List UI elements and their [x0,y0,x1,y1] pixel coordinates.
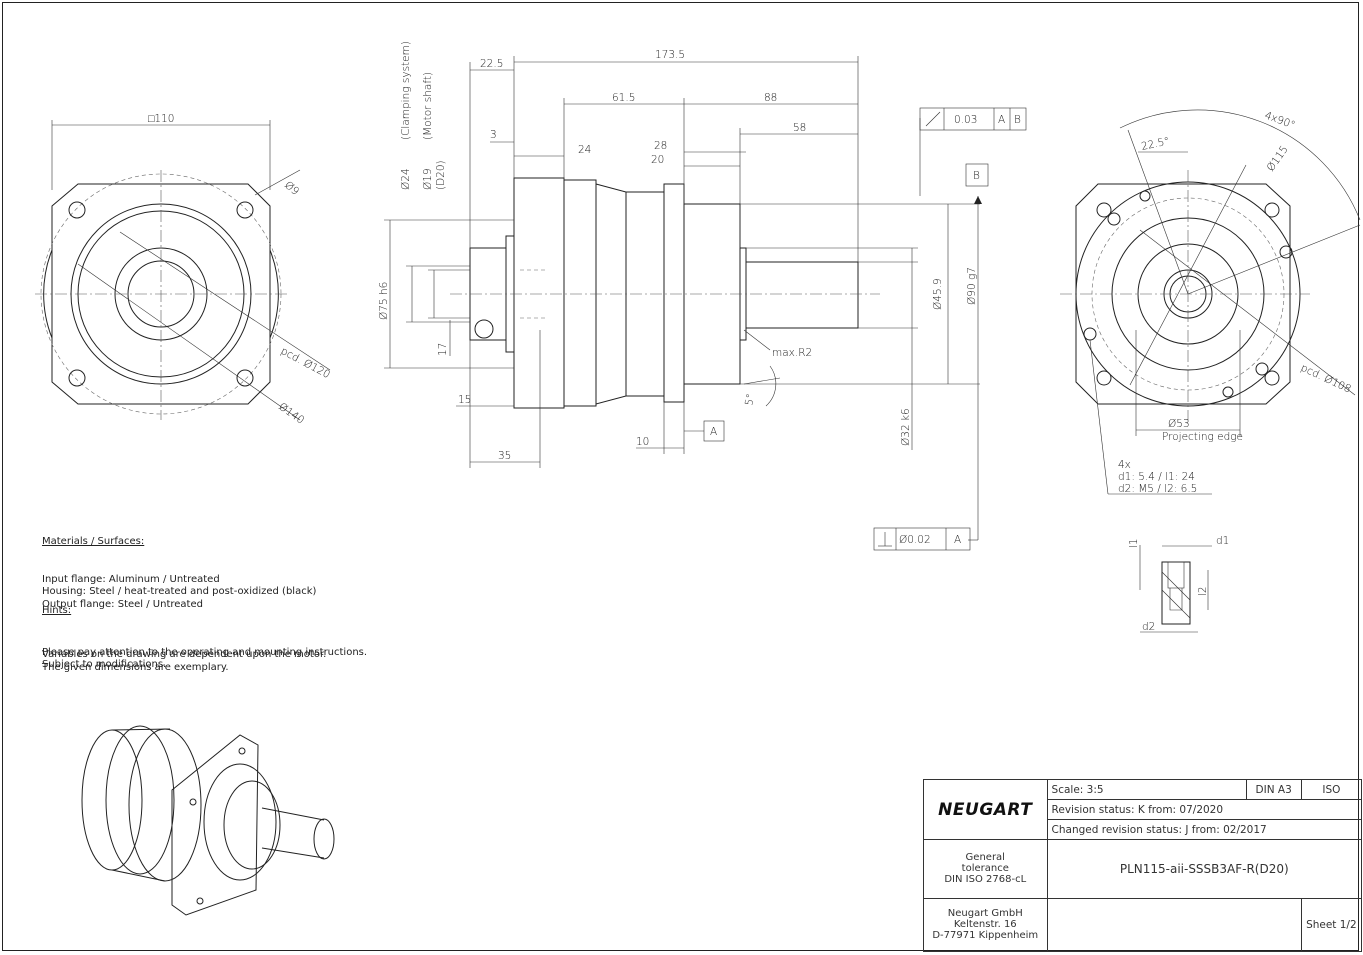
datum-a: A [710,426,717,438]
dim-dia-24: Ø24 [400,168,412,190]
dim-dia-75: Ø75 h6 [378,282,390,320]
dim-10: 10 [636,436,649,448]
dim-61-5: 61.5 [612,92,635,104]
isometric-view [81,725,335,916]
thread-detail: l1 d1 l2 d2 [1128,535,1229,633]
part-number-cell: PLN115-aii-SSSB3AF-R(D20) [1046,839,1363,899]
materials-section: Materials / Surfaces: Input flange: Alum… [42,511,316,624]
dim-radius: max.R2 [772,347,812,359]
dim-motor-label: (Motor shaft) [422,72,434,140]
hole-dim: Ø9 [282,179,301,198]
dim-pcd-108: pcd. Ø108 [1299,362,1353,396]
sheet-cell: Sheet 1/2 [1300,897,1363,953]
title-block: NEUGART Scale: 3:5 DIN A3 ISO Revision s… [923,778,1363,953]
blank-cell [1046,897,1302,953]
tol-bottom-a: A [954,534,961,546]
thread-l2: l2 [1197,586,1209,596]
holes-d2: d2: M5 / l2: 6.5 [1118,483,1197,495]
dim-dia-53: Ø53 [1168,418,1190,430]
scale-cell: Scale: 3:5 [1046,778,1247,801]
holes-d1: d1: 5.4 / l1: 24 [1118,471,1195,483]
outer-dim: Ø140 [276,401,306,427]
dim-20: 20 [651,154,664,166]
materials-lines: Input flange: Aluminum / Untreated Housi… [42,573,317,610]
dim-22-5: 22.5 [480,58,503,70]
dim-d20-label: (D20) [435,160,447,190]
dim-dia-115: Ø115 [1265,144,1291,174]
dim-dia-19: Ø19 [422,168,434,190]
tol-top-value: 0.03 [954,114,977,126]
angle-4x90: 4x90° [1263,110,1297,132]
angle-22-5: 22.5° [1140,135,1171,153]
datum-b: B [973,170,980,182]
dim-3: 3 [490,129,497,141]
holes-count: 4x [1118,459,1131,471]
front-view-output: 22.5° 4x90° Ø115 pcd. Ø108 Ø53 Projectin… [1060,110,1361,495]
dim-88: 88 [764,92,777,104]
dim-24: 24 [578,144,591,156]
iso-cell: ISO [1300,778,1363,801]
changed-revision-cell: Changed revision status: J from: 02/2017 [1046,819,1363,841]
side-view: 173.5 22.5 61.5 88 58 3 24 28 20 15 35 1… [378,41,1027,551]
tol-bottom-value: Ø0.02 [899,534,931,546]
materials-title: Materials / Surfaces: [42,536,145,547]
hints-lines: Please pay attention to the operating an… [42,646,368,671]
tolerance-cell: General tolerance DIN ISO 2768-cL [923,839,1048,899]
variables-note: Variables on the drawing are dependent u… [42,649,327,673]
thread-l1: l1 [1128,538,1140,548]
pcd-dim: pcd. Ø120 [279,345,332,381]
dim-dia-90: Ø90 g7 [966,267,978,305]
dim-28: 28 [654,140,667,152]
dim-17: 17 [437,343,449,356]
format-cell: DIN A3 [1245,778,1302,801]
projecting-edge: Projecting edge [1162,431,1243,443]
thread-d1: d1 [1216,535,1229,547]
revision-cell: Revision status: K from: 07/2020 [1046,799,1363,821]
dim-173-5: 173.5 [655,49,685,61]
dim-58: 58 [793,122,806,134]
thread-d2: d2 [1142,621,1155,633]
tol-top-b: B [1014,114,1021,126]
tol-top-a: A [998,114,1005,126]
hints-title: Hints: [42,605,72,616]
hints-section: Hints: Please pay attention to the opera… [42,580,367,684]
dim-clamp-label: (Clamping system) [400,41,412,140]
front-view-input: □110 Ø9 pcd. Ø120 Ø140 [35,113,332,427]
dim-dia-32: Ø32 k6 [900,408,912,446]
company-logo: NEUGART [923,778,1048,841]
dim-15: 15 [458,394,471,406]
dim-angle: 5° [743,393,757,407]
dim-dia-45: Ø45.9 [932,278,944,310]
company-address-cell: Neugart GmbH Keltenstr. 16 D-77971 Kippe… [923,897,1048,953]
dim-35: 35 [498,450,511,462]
square-dim: □110 [148,113,174,125]
